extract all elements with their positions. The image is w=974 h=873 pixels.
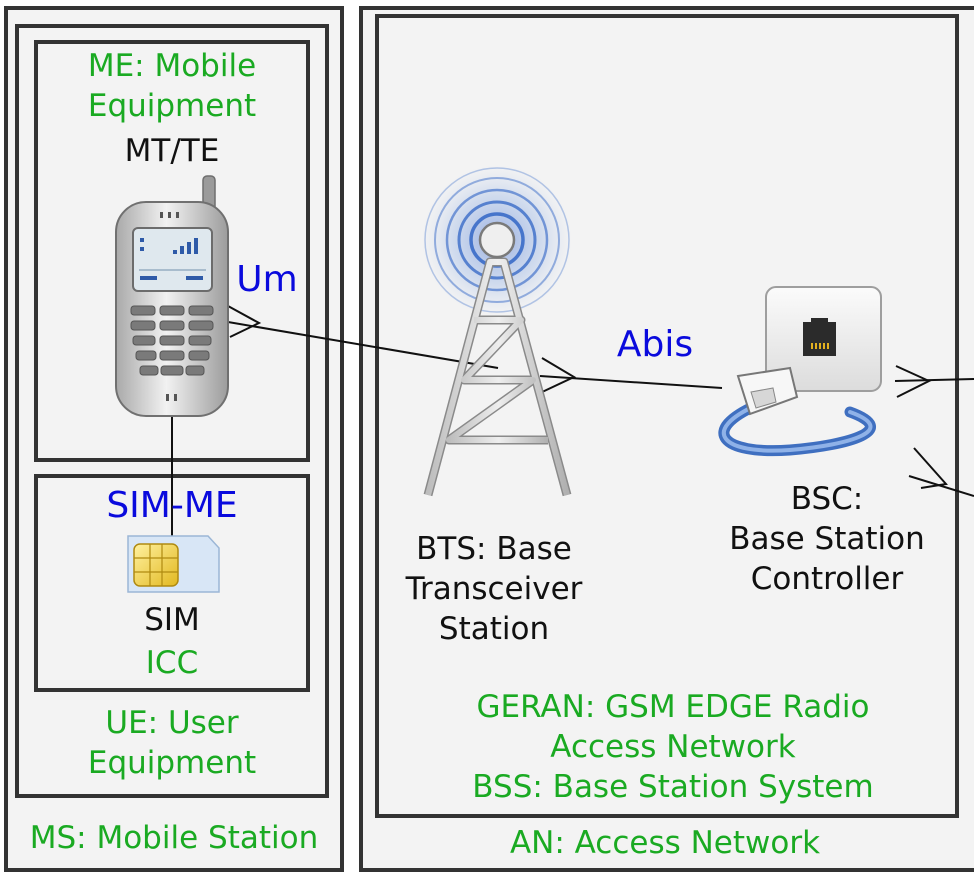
um-link <box>227 305 499 369</box>
bsc-label-line1: BSC: <box>790 481 864 517</box>
bsc-out-links <box>894 365 974 497</box>
bss-label: BSS: Base Station System <box>472 769 874 805</box>
abis-link <box>539 357 723 394</box>
ms-label: MS: Mobile Station <box>29 820 319 856</box>
me-label-line1: ME: Mobile <box>87 48 257 84</box>
bts-label-line2: Transceiver <box>405 571 583 607</box>
geran-label-line1: GERAN: GSM EDGE Radio <box>476 689 870 725</box>
bsc-label-line3: Controller <box>750 561 904 597</box>
um-label: Um <box>236 259 298 300</box>
mobile-phone-icon <box>115 175 229 417</box>
geran-label-line2: Access Network <box>550 729 796 765</box>
bsc-controller-icon <box>718 286 882 457</box>
sim-me-label: SIM-ME <box>106 485 238 526</box>
bts-label-line3: Station <box>438 611 550 647</box>
bts-tower-icon <box>422 165 572 497</box>
bts-label-line1: BTS: Base <box>416 531 572 567</box>
ue-label-line2: Equipment <box>87 745 257 781</box>
sim-card-icon <box>127 535 220 593</box>
an-label: AN: Access Network <box>509 825 821 861</box>
ue-label-line1: UE: User <box>105 705 239 741</box>
mt-te-label: MT/TE <box>124 133 220 169</box>
icc-label: ICC <box>145 645 199 681</box>
abis-label: Abis <box>616 324 694 365</box>
sim-label: SIM <box>144 602 200 638</box>
me-label-line2: Equipment <box>87 88 257 124</box>
bsc-label-line2: Base Station <box>729 521 925 557</box>
